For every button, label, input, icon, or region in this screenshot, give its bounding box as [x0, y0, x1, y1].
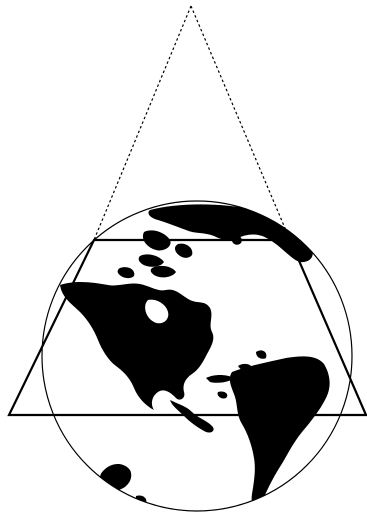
globe-projection-diagram: [0, 0, 367, 517]
